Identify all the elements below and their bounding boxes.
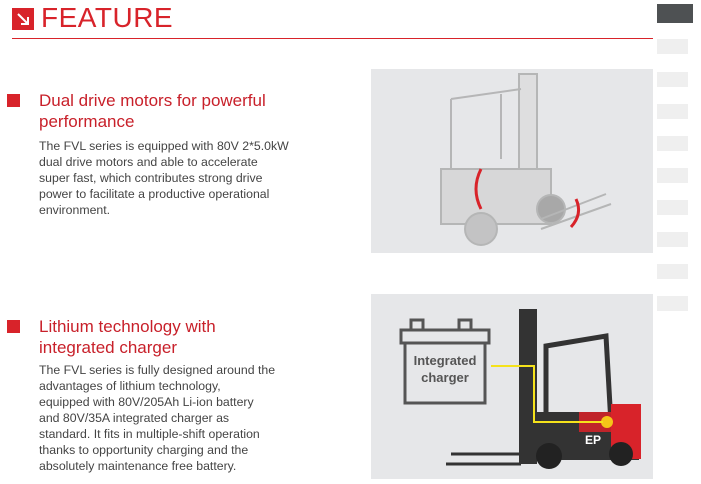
title-line: Dual drive motors for powerful xyxy=(39,91,266,110)
page-thumbnail[interactable] xyxy=(657,136,688,151)
page-thumbnail[interactable] xyxy=(657,104,688,119)
page-thumbnail[interactable] xyxy=(657,200,688,215)
ep-logo: EP xyxy=(585,433,602,447)
page-thumbnail[interactable] xyxy=(657,232,688,247)
body-line: The FVL series is equipped with 80V 2*5.… xyxy=(39,139,289,153)
title-line: Lithium technology with xyxy=(39,317,216,336)
page-thumbnail-active[interactable] xyxy=(657,4,693,23)
page-thumbnail[interactable] xyxy=(657,168,688,183)
page-thumbnail[interactable] xyxy=(657,72,688,87)
forklift-motor-image xyxy=(371,69,653,253)
body-line: equipped with 80V/205Ah Li-ion battery xyxy=(39,395,254,409)
page-thumbnail[interactable] xyxy=(657,39,688,54)
feature-description: The FVL series is equipped with 80V 2*5.… xyxy=(39,138,329,218)
body-line: standard. It fits in multiple-shift oper… xyxy=(39,427,260,441)
title-line: performance xyxy=(39,112,135,131)
body-line: The FVL series is fully designed around … xyxy=(39,363,276,377)
header-divider xyxy=(12,38,653,39)
body-line: environment. xyxy=(39,203,111,217)
feature-bullet xyxy=(7,94,20,107)
body-line: thanks to opportunity charging and the xyxy=(39,443,249,457)
page-thumbnail[interactable] xyxy=(657,296,688,311)
body-line: super fast, which contributes strong dri… xyxy=(39,171,263,185)
label-line: charger xyxy=(421,370,469,385)
body-line: power to facilitate a productive operati… xyxy=(39,187,270,201)
body-line: dual drive motors and able to accelerate xyxy=(39,155,258,169)
page-title: FEATURE xyxy=(41,2,174,33)
body-line: advantages of lithium technology, xyxy=(39,379,221,393)
feature-title: Dual drive motors for powerful performan… xyxy=(39,90,319,132)
feature-title: Lithium technology with integrated charg… xyxy=(39,316,319,358)
body-line: absolutely maintenance free battery. xyxy=(39,459,237,473)
title-line: integrated charger xyxy=(39,338,177,357)
arrow-down-right-icon xyxy=(12,8,34,30)
label-line: Integrated xyxy=(413,353,477,368)
forklift-charger-image: Integrated charger EP xyxy=(371,294,653,479)
feature-bullet xyxy=(7,320,20,333)
feature-description: The FVL series is fully designed around … xyxy=(39,362,329,474)
body-line: and 80V/35A integrated charger as xyxy=(39,411,230,425)
integrated-charger-label: Integrated charger xyxy=(407,352,483,386)
page-thumbnail[interactable] xyxy=(657,264,688,279)
